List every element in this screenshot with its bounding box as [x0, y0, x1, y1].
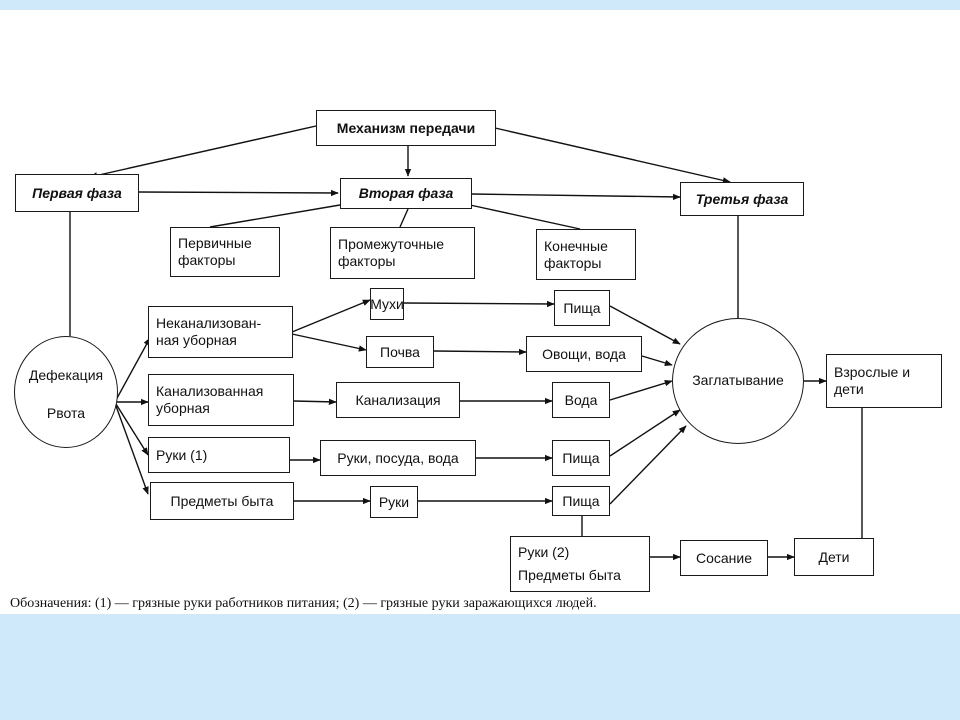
arrow-food1-swallow — [609, 305, 681, 345]
arrow-source-primary1 — [115, 337, 151, 401]
mechanism-title: Механизм передачи — [316, 110, 496, 146]
source-circle: Дефекация Рвота — [14, 336, 118, 448]
line-phase2-primary — [209, 204, 341, 228]
header-intermediate-factors: Промежуточные факторы — [330, 227, 475, 279]
header-final-factors: Конечные факторы — [536, 229, 636, 280]
header-primary-factors: Первичные факторы — [170, 227, 280, 277]
line-phase2-final — [469, 204, 581, 230]
final-factor-vegetables-water: Овощи, вода — [526, 336, 642, 372]
arrow-title-phase3 — [494, 127, 731, 184]
sucking-box: Сосание — [680, 540, 768, 576]
arrow-latrine-flies — [291, 299, 371, 333]
arrow-food3-swallow — [609, 425, 687, 505]
arrow-phase2-phase3 — [471, 193, 681, 201]
final-factor-food-1: Пища — [554, 290, 610, 326]
arrow-vegetables-swallow — [641, 355, 673, 366]
arrow-source-primary3 — [115, 403, 149, 456]
source-defecation: Дефекация — [28, 367, 104, 383]
arrow-water-swallow — [609, 380, 673, 401]
intermediate-factor-hands: Руки — [370, 486, 418, 518]
final-factor-food-3: Пища — [552, 486, 610, 516]
intermediate-factor-sewerage: Канализация — [336, 382, 460, 418]
combined-household-objects: Предметы быта — [518, 567, 621, 583]
primary-factor-sewered-latrine: Канализованная уборная — [148, 374, 294, 426]
arrow-soil-vegetables — [433, 348, 527, 356]
swallowing-label: Заглатывание — [692, 372, 784, 388]
arrow-title-phase1 — [89, 125, 317, 179]
adults-and-children-box: Взрослые и дети — [826, 354, 942, 408]
arrow-phase1-phase2 — [137, 189, 339, 197]
arrow-latrine-soil — [291, 333, 367, 352]
line-phase2-intermediate — [399, 208, 409, 228]
primary-factor-unsewered-latrine: Неканализован- ная уборная — [148, 306, 293, 358]
children-box: Дети — [794, 538, 874, 576]
legend-note: Обозначения: (1) — грязные руки работник… — [10, 596, 597, 611]
arrow-food2-swallow — [609, 409, 681, 457]
phase-first: Первая фаза — [15, 174, 139, 212]
combined-hands-2: Руки (2) — [518, 544, 570, 560]
swallowing-circle: Заглатывание — [672, 318, 804, 444]
phase-third: Третья фаза — [680, 182, 804, 216]
intermediate-factor-hands-utensils-water: Руки, посуда, вода — [320, 440, 476, 476]
final-factor-water: Вода — [552, 382, 610, 418]
primary-factor-household-objects: Предметы быта — [150, 482, 294, 520]
arrow-flies-food — [403, 300, 555, 308]
combined-factor-box: Руки (2) Предметы быта — [510, 536, 650, 592]
final-factor-food-2: Пища — [552, 440, 610, 476]
primary-factor-hands-1: Руки (1) — [148, 437, 290, 473]
phase-second: Вторая фаза — [340, 178, 472, 209]
arrow-sewer-sewerage — [293, 398, 337, 406]
intermediate-factor-soil: Почва — [366, 336, 434, 368]
intermediate-factor-flies: Мухи — [370, 288, 404, 320]
source-vomiting: Рвота — [46, 405, 86, 421]
arrow-source-primary4 — [115, 405, 149, 495]
